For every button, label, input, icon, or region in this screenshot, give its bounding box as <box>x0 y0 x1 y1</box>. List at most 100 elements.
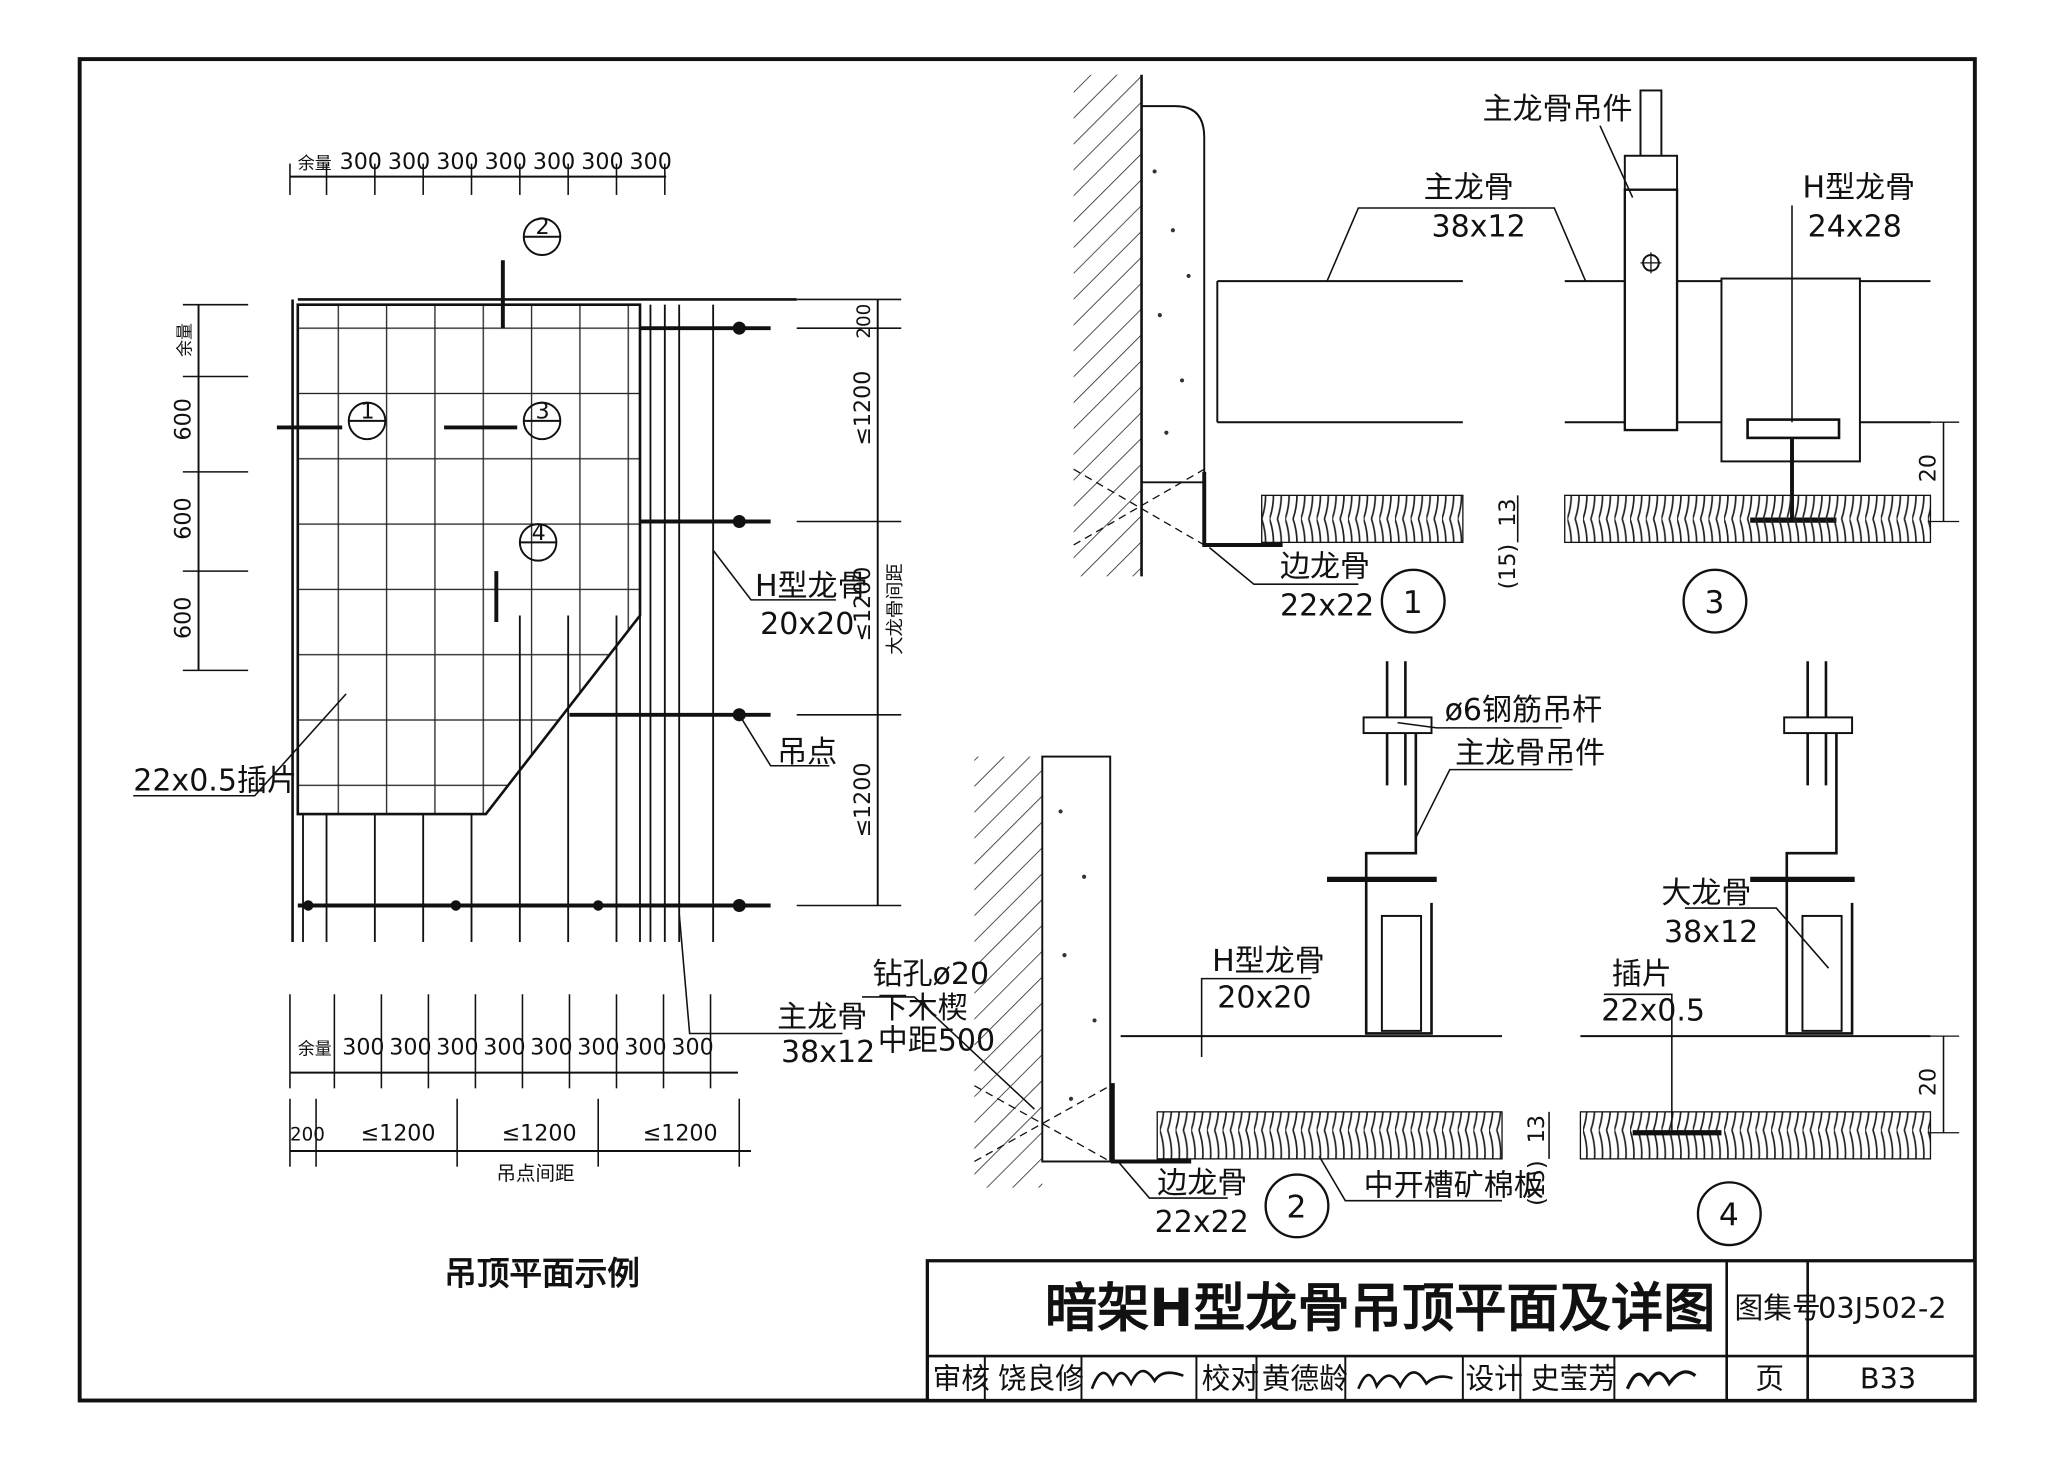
right-dim-3: ≤1200 <box>850 762 876 837</box>
top-dim-7: 300 <box>630 149 672 175</box>
bottom-dim-2: 300 <box>389 1034 431 1060</box>
wall-hatch-bottom <box>974 756 1043 1188</box>
right-dim-label: 大龙骨间距 <box>885 563 906 654</box>
atlas-number: 03J502-2 <box>1818 1291 1946 1325</box>
d13-main-keel-size: 38x12 <box>1432 210 1526 245</box>
bottom-dim-8: 300 <box>671 1034 713 1060</box>
review-label: 审核 <box>933 1362 990 1396</box>
top-dim-3: 300 <box>436 149 478 175</box>
detail-mark-4 <box>1696 1181 1762 1247</box>
top-dim-1: 300 <box>340 149 382 175</box>
left-dim-3: 600 <box>171 597 197 639</box>
left-dim-2: 600 <box>171 497 197 539</box>
detail-mark-1 <box>1380 568 1446 634</box>
detail-1-3: 20 13 (15) 主龙骨吊件 主龙骨 38x12 H型龙骨 24x28 边龙… <box>1073 74 1960 634</box>
ceiling-plan: 余量 300 300 300 300 300 300 300 余量 600 60… <box>133 149 1035 1292</box>
spacing-label: 吊点间距 <box>496 1162 574 1185</box>
d24-dim-13: 13 <box>1524 1115 1550 1143</box>
rod-label: ø6钢筋吊杆 <box>1445 693 1603 728</box>
atlas-label: 图集号 <box>1735 1291 1821 1325</box>
main-keel-hanger-label: 主龙骨吊件 <box>1482 92 1632 127</box>
bottom-dim-5: 300 <box>530 1034 572 1060</box>
d24-h-keel-label: H型龙骨 <box>1212 944 1325 979</box>
h-keel-label: H型龙骨 <box>755 569 868 604</box>
big-keel-label: 大龙骨 <box>1661 876 1751 911</box>
insert-size: 22x0.5 <box>1601 993 1705 1028</box>
d13-dim-13: 13 <box>1495 498 1521 526</box>
bottom-dim-6: 300 <box>577 1034 619 1060</box>
ceiling-tiles <box>297 304 640 815</box>
drill-note-2: 下木楔 <box>878 991 968 1026</box>
mineral-board-3 <box>1564 494 1932 544</box>
d24-h-keel-size: 20x20 <box>1217 980 1311 1015</box>
top-dim-4: 300 <box>485 149 527 175</box>
detail-mark-4-num: 4 <box>1719 1197 1739 1233</box>
reviewer-signature <box>1090 1369 1184 1390</box>
board-label: 中开槽矿棉板 <box>1364 1168 1544 1203</box>
spacing-dim-3: ≤1200 <box>643 1121 718 1147</box>
spacing-dim-1: ≤1200 <box>360 1121 435 1147</box>
detail-mark-3 <box>1682 568 1748 634</box>
top-dim-6: 300 <box>581 149 623 175</box>
reviewer-name: 饶良修 <box>998 1362 1084 1396</box>
detail-mark-3-num: 3 <box>1704 585 1724 621</box>
check-label: 校对 <box>1202 1362 1259 1396</box>
top-dim-2: 300 <box>388 149 430 175</box>
title-block: 暗架H型龙骨吊顶平面及详图 图集号 03J502-2 审核 饶良修 校对 黄德龄… <box>925 1259 1977 1403</box>
d24-edge-keel-size: 22x22 <box>1155 1205 1249 1240</box>
plan-callout-1: 1 <box>360 398 374 424</box>
mineral-board-1 <box>1261 494 1464 544</box>
d13-h-keel-size: 24x28 <box>1808 210 1902 245</box>
spacing-dim-2: ≤1200 <box>502 1121 577 1147</box>
left-dim-0: 余量 <box>176 323 196 357</box>
plan-callout-4: 4 <box>532 520 546 546</box>
spacing-dim-0: 200 <box>290 1125 325 1146</box>
hanger-point-label: 吊点 <box>777 735 837 770</box>
d24-edge-keel-label: 边龙骨 <box>1157 1166 1247 1201</box>
detail-mark-2-num: 2 <box>1287 1190 1307 1226</box>
plan-callouts <box>276 217 562 623</box>
d13-edge-keel-label: 边龙骨 <box>1280 549 1370 584</box>
mineral-board-2 <box>1156 1111 1503 1160</box>
checker-signature <box>1357 1371 1453 1390</box>
plan-title: 吊顶平面示例 <box>444 1254 640 1292</box>
designer-signature <box>1625 1370 1697 1390</box>
bottom-dim-0: 余量 <box>298 1039 332 1059</box>
d13-dim-15: (15) <box>1495 544 1521 590</box>
h-keel-lines <box>302 304 715 943</box>
checker-name: 黄德龄 <box>1262 1362 1348 1396</box>
d13-dim-20: 20 <box>1916 454 1942 482</box>
top-dim-5: 300 <box>533 149 575 175</box>
designer-name: 史莹芳 <box>1531 1362 1617 1396</box>
d13-h-keel-label: H型龙骨 <box>1802 171 1915 206</box>
top-dim-0: 余量 <box>298 154 332 174</box>
d13-edge-keel-size: 22x22 <box>1280 589 1374 624</box>
page-number: B33 <box>1860 1362 1916 1396</box>
right-dim-1: ≤1200 <box>850 371 876 446</box>
h-keel-size: 20x20 <box>760 607 854 642</box>
left-dim-1: 600 <box>171 398 197 440</box>
plan-callout-3: 3 <box>536 398 550 424</box>
page-label: 页 <box>1755 1362 1784 1396</box>
detail-2-4: 20 13 (15) ø6钢筋吊杆 主龙骨吊件 H型龙骨 20x20 大龙骨 3… <box>974 661 1960 1247</box>
d24-dim-15: (15) <box>1524 1160 1550 1206</box>
bottom-dim-4: 300 <box>483 1034 525 1060</box>
design-label: 设计 <box>1465 1362 1522 1396</box>
plan-callout-2: 2 <box>536 214 550 240</box>
d24-hanger-label: 主龙骨吊件 <box>1455 736 1605 771</box>
insert-strip-label: 22x0.5插片 <box>133 764 297 799</box>
bottom-dim-1: 300 <box>342 1034 384 1060</box>
insert-label: 插片 <box>1612 957 1672 992</box>
right-dim-0: 200 <box>854 304 875 339</box>
big-keel-size: 38x12 <box>1664 915 1758 950</box>
bottom-dim-3: 300 <box>436 1034 478 1060</box>
bottom-dim-7: 300 <box>624 1034 666 1060</box>
d24-dim-20: 20 <box>1916 1068 1942 1096</box>
main-keel-size: 38x12 <box>781 1035 875 1070</box>
drill-note-1: 钻孔ø20 <box>872 957 989 992</box>
right-dim-2: ≤1200 <box>850 567 876 642</box>
main-keel-label: 主龙骨 <box>777 1000 867 1035</box>
detail-mark-2 <box>1264 1173 1330 1239</box>
tile-boundary <box>296 303 642 816</box>
